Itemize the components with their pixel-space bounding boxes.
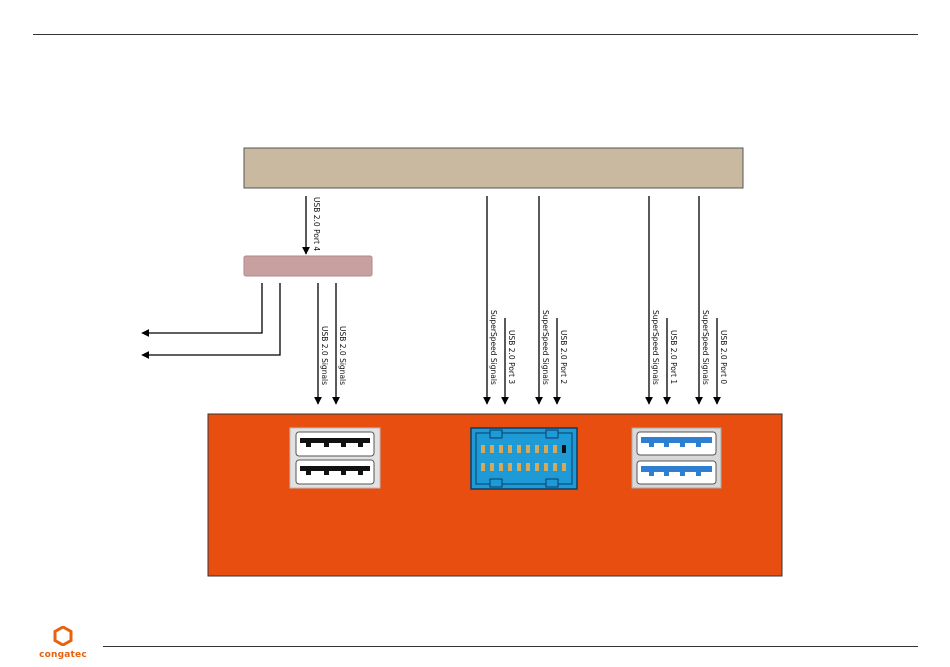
label-usb20-port2: USB 2.0 Port 2 bbox=[559, 330, 568, 384]
label-ss-usb3-2: SuperSpeed Signals bbox=[701, 310, 710, 385]
label-usb20-port4: USB 2.0 Port 4 bbox=[312, 197, 321, 251]
label-usb20-port0: USB 2.0 Port 0 bbox=[719, 330, 728, 384]
label-usb20-port3: USB 2.0 Port 3 bbox=[507, 330, 516, 384]
usb30-pin-header bbox=[471, 428, 577, 489]
label-ss-header-2: SuperSpeed Signals bbox=[541, 310, 550, 385]
hub-output-1 bbox=[142, 283, 262, 333]
brand-name: congatec bbox=[33, 650, 93, 660]
label-usb20-port1: USB 2.0 Port 1 bbox=[669, 330, 678, 384]
label-usb20-signals-a: USB 2.0 Signals bbox=[320, 326, 329, 385]
hub-output-2 bbox=[142, 283, 280, 355]
label-ss-usb3-1: SuperSpeed Signals bbox=[651, 310, 660, 385]
usb-hub-block bbox=[244, 256, 372, 276]
label-usb20-signals-b: USB 2.0 Signals bbox=[338, 326, 347, 385]
congatec-logo: congatec bbox=[33, 626, 93, 660]
usb20-dual-connector bbox=[290, 428, 380, 488]
usb30-dual-connector bbox=[632, 428, 721, 488]
usb-controller-block bbox=[244, 148, 743, 188]
congatec-hexagon-icon bbox=[53, 626, 73, 646]
label-ss-header-1: SuperSpeed Signals bbox=[489, 310, 498, 385]
